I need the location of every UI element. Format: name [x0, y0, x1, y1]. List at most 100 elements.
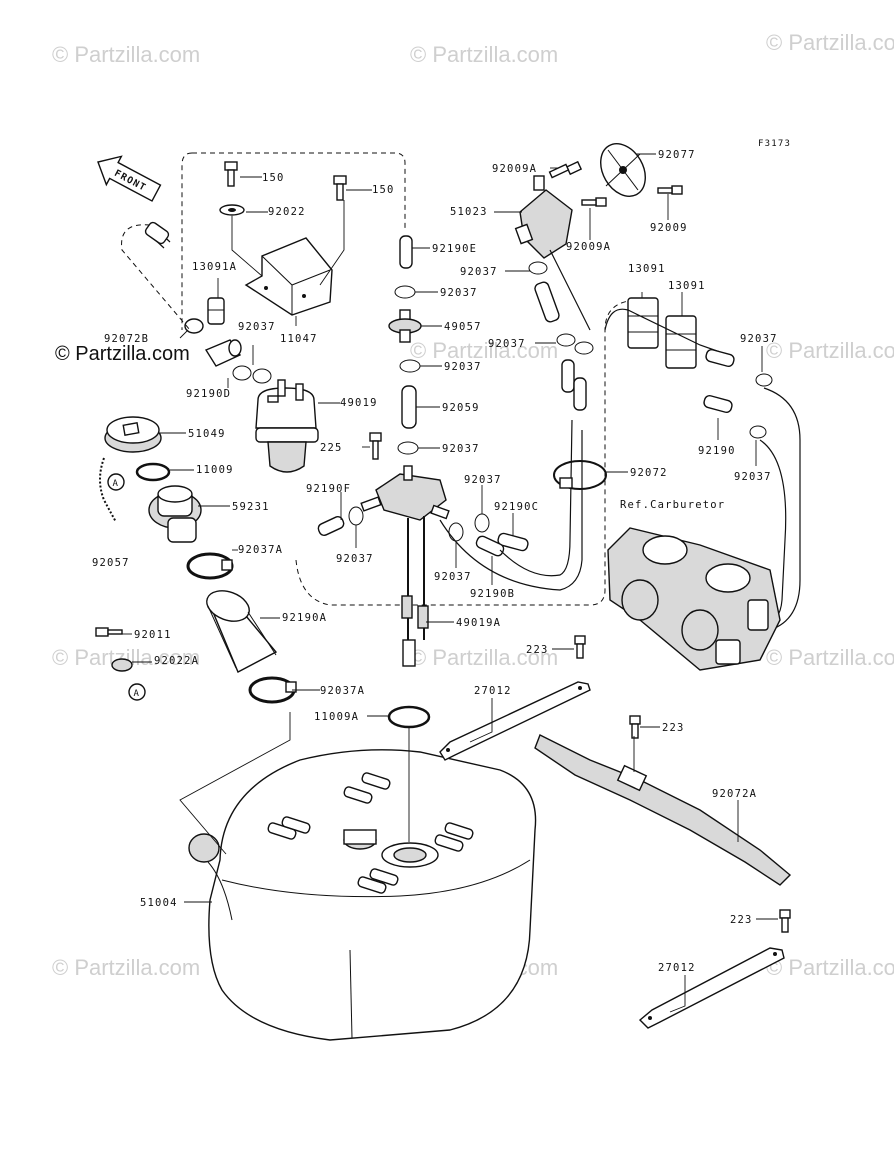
washer-92022A	[111, 658, 133, 672]
strap-92072	[553, 460, 607, 490]
hose-92190C	[497, 532, 529, 552]
clamp-13091A	[207, 297, 225, 325]
part-label: 92037	[238, 321, 276, 333]
part-label: 92072	[630, 467, 668, 479]
part-label: 92190A	[282, 612, 327, 624]
part-label: 92009	[650, 222, 688, 234]
watermark: © Partzilla.com	[410, 645, 558, 670]
part-label: 92022	[268, 206, 306, 218]
part-label: 150	[372, 184, 395, 196]
hose-92190F	[317, 516, 345, 536]
bolt-150-a	[224, 161, 238, 187]
figure-code: F3173	[758, 139, 791, 149]
watermark: © Partzilla.com	[410, 42, 558, 67]
hose-92059	[401, 385, 417, 429]
part-label: 49019A	[456, 617, 501, 629]
part-label: 13091	[668, 280, 706, 292]
fuel-valve-49019A	[360, 465, 450, 667]
bolt-92009	[657, 185, 683, 195]
part-label: 11009A	[314, 711, 359, 723]
part-label: 92190B	[470, 588, 515, 600]
hose-segment	[705, 349, 735, 367]
clamp-13091-b	[665, 315, 697, 369]
clips-92037-left	[232, 365, 272, 384]
hose-segment	[573, 377, 587, 411]
part-label: 92072B	[104, 333, 149, 345]
clip-92037	[556, 333, 576, 347]
part-label: 225	[320, 442, 343, 454]
bolt-223-a	[574, 635, 586, 659]
filler-neck-59231	[148, 485, 202, 543]
part-label: 92037	[488, 338, 526, 350]
hose-92190	[703, 395, 733, 413]
part-label: 92190	[698, 445, 736, 457]
strap-92072A	[534, 734, 792, 886]
hose-segment	[561, 359, 575, 393]
bracket-11047	[244, 237, 333, 316]
part-label: 92037A	[320, 685, 365, 697]
part-label: 92022A	[154, 655, 199, 667]
part-label: 150	[262, 172, 285, 184]
watermark: © Partzilla.com	[766, 955, 894, 980]
clamp-92037A-lower	[248, 676, 297, 704]
watermark-prominent: © Partzilla.com	[55, 343, 190, 365]
clamp-13091-a	[627, 297, 659, 349]
clip-92037	[528, 261, 548, 275]
part-label: 92037	[464, 474, 502, 486]
part-label: 13091A	[192, 261, 237, 273]
callout-a-top	[107, 473, 125, 491]
bolt-223-b	[629, 715, 641, 739]
part-label: 92190E	[432, 243, 477, 255]
fuel-filter-49019	[255, 379, 319, 473]
gasket-11009	[135, 462, 171, 482]
part-label: 49057	[444, 321, 482, 333]
watermark: © Partzilla.com	[766, 645, 894, 670]
watermark: © Partzilla.com	[410, 338, 558, 363]
part-label: 92190F	[306, 483, 351, 495]
watermark: © Partzilla.com	[766, 30, 894, 55]
part-label: 51049	[188, 428, 226, 440]
clip-92037	[755, 373, 773, 387]
part-label: 92037	[434, 571, 472, 583]
part-label: 92037	[440, 287, 478, 299]
gasket-11009A	[387, 705, 431, 729]
part-label: 92057	[92, 557, 130, 569]
check-valve-49057	[388, 309, 422, 343]
part-label: 92037A	[238, 544, 283, 556]
bolt-223-c	[779, 909, 791, 933]
bolt-225	[369, 432, 382, 460]
clip-92037	[448, 522, 464, 542]
part-label: 92059	[442, 402, 480, 414]
hose-92190E	[399, 235, 413, 269]
callout-marker: A	[134, 689, 141, 699]
part-label: 11009	[196, 464, 234, 476]
callout-marker: A	[113, 479, 120, 489]
bolt-92009A-lower	[581, 197, 607, 207]
part-label: 92011	[134, 629, 172, 641]
callout-a-bottom	[128, 683, 146, 701]
clip-92037	[394, 285, 416, 299]
bolt-150-b	[333, 175, 347, 201]
carburetor-assembly	[607, 527, 781, 671]
clip-92037	[397, 441, 419, 455]
ref-carburetor-label: Ref.Carburetor	[620, 499, 725, 511]
part-label: 223	[730, 914, 753, 926]
part-label: 92037	[336, 553, 374, 565]
watermark: © Partzilla.com	[52, 955, 200, 980]
clip-92037	[749, 425, 767, 439]
screw-92011	[95, 627, 123, 637]
front-arrow: FRONT	[97, 155, 162, 202]
fuel-cap-51049	[104, 416, 162, 453]
part-label: 59231	[232, 501, 270, 513]
part-label: 51023	[450, 206, 488, 218]
hose-92190D	[204, 339, 242, 367]
clip-92072B	[184, 318, 204, 334]
part-label: 92037	[734, 471, 772, 483]
part-label: 92037	[740, 333, 778, 345]
part-label: 92037	[460, 266, 498, 278]
part-label: 92072A	[712, 788, 757, 800]
part-label: 92077	[658, 149, 696, 161]
diaphragm-92077	[600, 143, 646, 197]
hose-92190A	[206, 590, 278, 673]
